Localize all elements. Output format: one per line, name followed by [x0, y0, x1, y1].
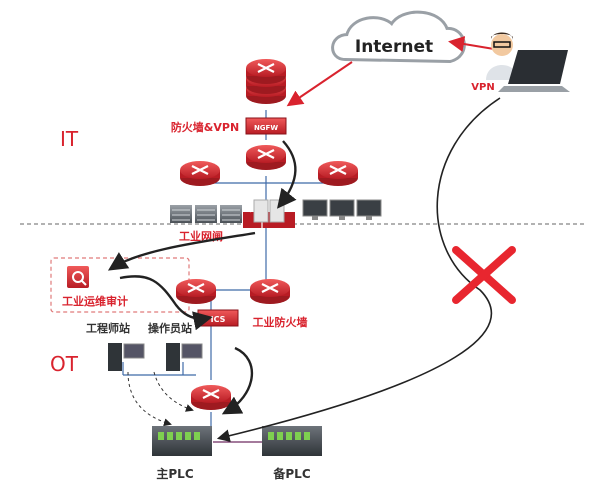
- operator-station-label: 操作员站: [148, 321, 192, 335]
- ngfw-badge: NGFW: [254, 124, 278, 132]
- firewall-vpn-label: 防火墙&VPN: [171, 120, 239, 134]
- plc-icon: [152, 426, 322, 456]
- internet-label: Internet: [355, 37, 433, 57]
- flow-arrows: [107, 140, 297, 415]
- engineer-station-label: 工程师站: [86, 321, 130, 335]
- router-icon: [178, 159, 222, 188]
- blocked-remote-path: [216, 97, 501, 442]
- internet-to-firewall-arrow: [286, 61, 353, 107]
- cloud-icon: [331, 10, 466, 64]
- router-icon: [244, 143, 288, 172]
- zone-ot-label: OT: [50, 352, 79, 376]
- workstation-icon: [108, 343, 203, 371]
- main-plc-label: 主PLC: [156, 466, 193, 481]
- vpn-label: VPN: [471, 82, 494, 93]
- monitor-icon: [302, 199, 382, 220]
- network-links: [122, 110, 340, 443]
- server-icon: [170, 205, 242, 223]
- router-icon: [316, 159, 360, 188]
- ics-badge: ICS: [211, 315, 226, 324]
- laptop-icon: [498, 50, 570, 92]
- zone-it-label: IT: [60, 127, 79, 151]
- industrial-gateway-device: [243, 199, 295, 228]
- firewall-icon: [245, 117, 287, 135]
- industrial-firewall-label: 工业防火墙: [253, 315, 308, 329]
- firewall-vpn-device: NGFW: [244, 57, 288, 135]
- dashed-flow-arrows: [127, 371, 194, 427]
- router-icon: [174, 277, 218, 306]
- backup-plc-label: 备PLC: [272, 466, 310, 481]
- ops-audit-label: 工业运维审计: [62, 294, 128, 308]
- router-icon: [248, 277, 292, 306]
- router-icon: [189, 383, 233, 412]
- ops-audit-device: [67, 266, 89, 288]
- blocked-x-icon: [452, 246, 516, 304]
- user-icon: [486, 32, 518, 80]
